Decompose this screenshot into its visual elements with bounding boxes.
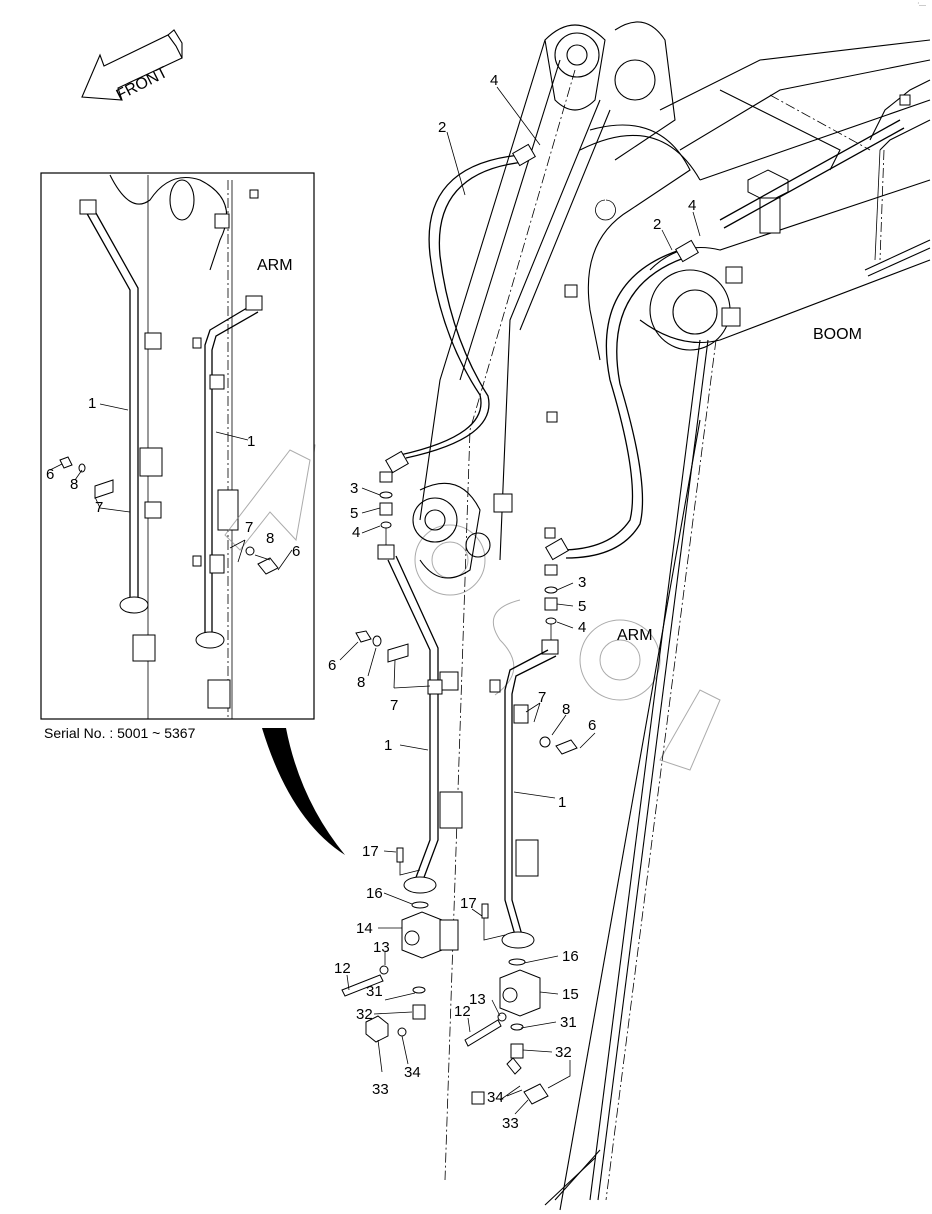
- callout-8: 8: [562, 701, 570, 718]
- callout-1: 1: [88, 395, 96, 412]
- callout-8: 8: [70, 476, 78, 493]
- callout-16: 16: [562, 948, 579, 965]
- callout-4: 4: [688, 197, 696, 214]
- serial-number-note: Serial No. : 5001 ~ 5367: [44, 725, 196, 741]
- callout-7: 7: [390, 697, 398, 714]
- boom-structure: [493, 39, 931, 539]
- callout-14: 14: [356, 920, 373, 937]
- callout-3: 3: [350, 480, 358, 497]
- callout-33: 33: [502, 1115, 519, 1132]
- callout-2: 2: [438, 119, 446, 136]
- hose-left: [385, 143, 536, 474]
- arm-label-main: ARM: [617, 627, 653, 644]
- inset-reference-arrow: [262, 728, 345, 855]
- callout-8: 8: [266, 530, 274, 547]
- front-label: FRONT: [114, 64, 171, 104]
- arm-label-inset: ARM: [257, 257, 293, 274]
- callout-32: 32: [555, 1044, 572, 1061]
- callout-33: 33: [372, 1081, 389, 1098]
- callout-17: 17: [362, 843, 379, 860]
- callout-4: 4: [490, 72, 498, 89]
- boom-label: BOOM: [813, 326, 862, 343]
- callout-2: 2: [653, 216, 661, 233]
- callout-6: 6: [292, 543, 300, 560]
- callout-34: 34: [404, 1064, 421, 1081]
- callout-7: 7: [245, 519, 253, 536]
- callout-31: 31: [366, 983, 383, 1000]
- callout-12: 12: [334, 960, 351, 977]
- left-clamp-assembly: [355, 630, 409, 663]
- callout-5: 5: [350, 505, 358, 522]
- right-clamp-assembly: [539, 736, 578, 755]
- right-fittings: [541, 564, 559, 655]
- callout-6: 6: [328, 657, 336, 674]
- callout-5: 5: [578, 598, 586, 615]
- right-block-assembly: [464, 903, 571, 1105]
- callout-4: 4: [352, 524, 360, 541]
- callout-8: 8: [357, 674, 365, 691]
- callout-13: 13: [373, 939, 390, 956]
- callout-31: 31: [560, 1014, 577, 1031]
- callout-6: 6: [588, 717, 596, 734]
- arm-structure: [412, 21, 717, 1211]
- callout-15: 15: [562, 986, 579, 1003]
- left-fittings: [377, 471, 395, 560]
- callout-7: 7: [95, 499, 103, 516]
- leader-lines: [49, 86, 701, 1115]
- callout-1: 1: [558, 794, 566, 811]
- hose-right: [545, 239, 699, 561]
- inset-panel: [40, 172, 315, 720]
- pipe-left: [387, 555, 463, 894]
- callout-3: 3: [578, 574, 586, 591]
- left-block-assembly: [341, 847, 459, 1043]
- callout-16: 16: [366, 885, 383, 902]
- callout-1: 1: [384, 737, 392, 754]
- callout-32: 32: [356, 1006, 373, 1023]
- corner-mark: ‘—: [917, 2, 926, 9]
- callout-17: 17: [460, 895, 477, 912]
- front-direction-arrow: FRONT: [81, 29, 183, 104]
- callout-1: 1: [247, 433, 255, 450]
- callout-13: 13: [469, 991, 486, 1008]
- pipe-right: [489, 649, 557, 949]
- callout-12: 12: [454, 1003, 471, 1020]
- callout-34: 34: [487, 1089, 504, 1106]
- callout-4: 4: [578, 619, 586, 636]
- callout-7: 7: [538, 689, 546, 706]
- callout-6: 6: [46, 466, 54, 483]
